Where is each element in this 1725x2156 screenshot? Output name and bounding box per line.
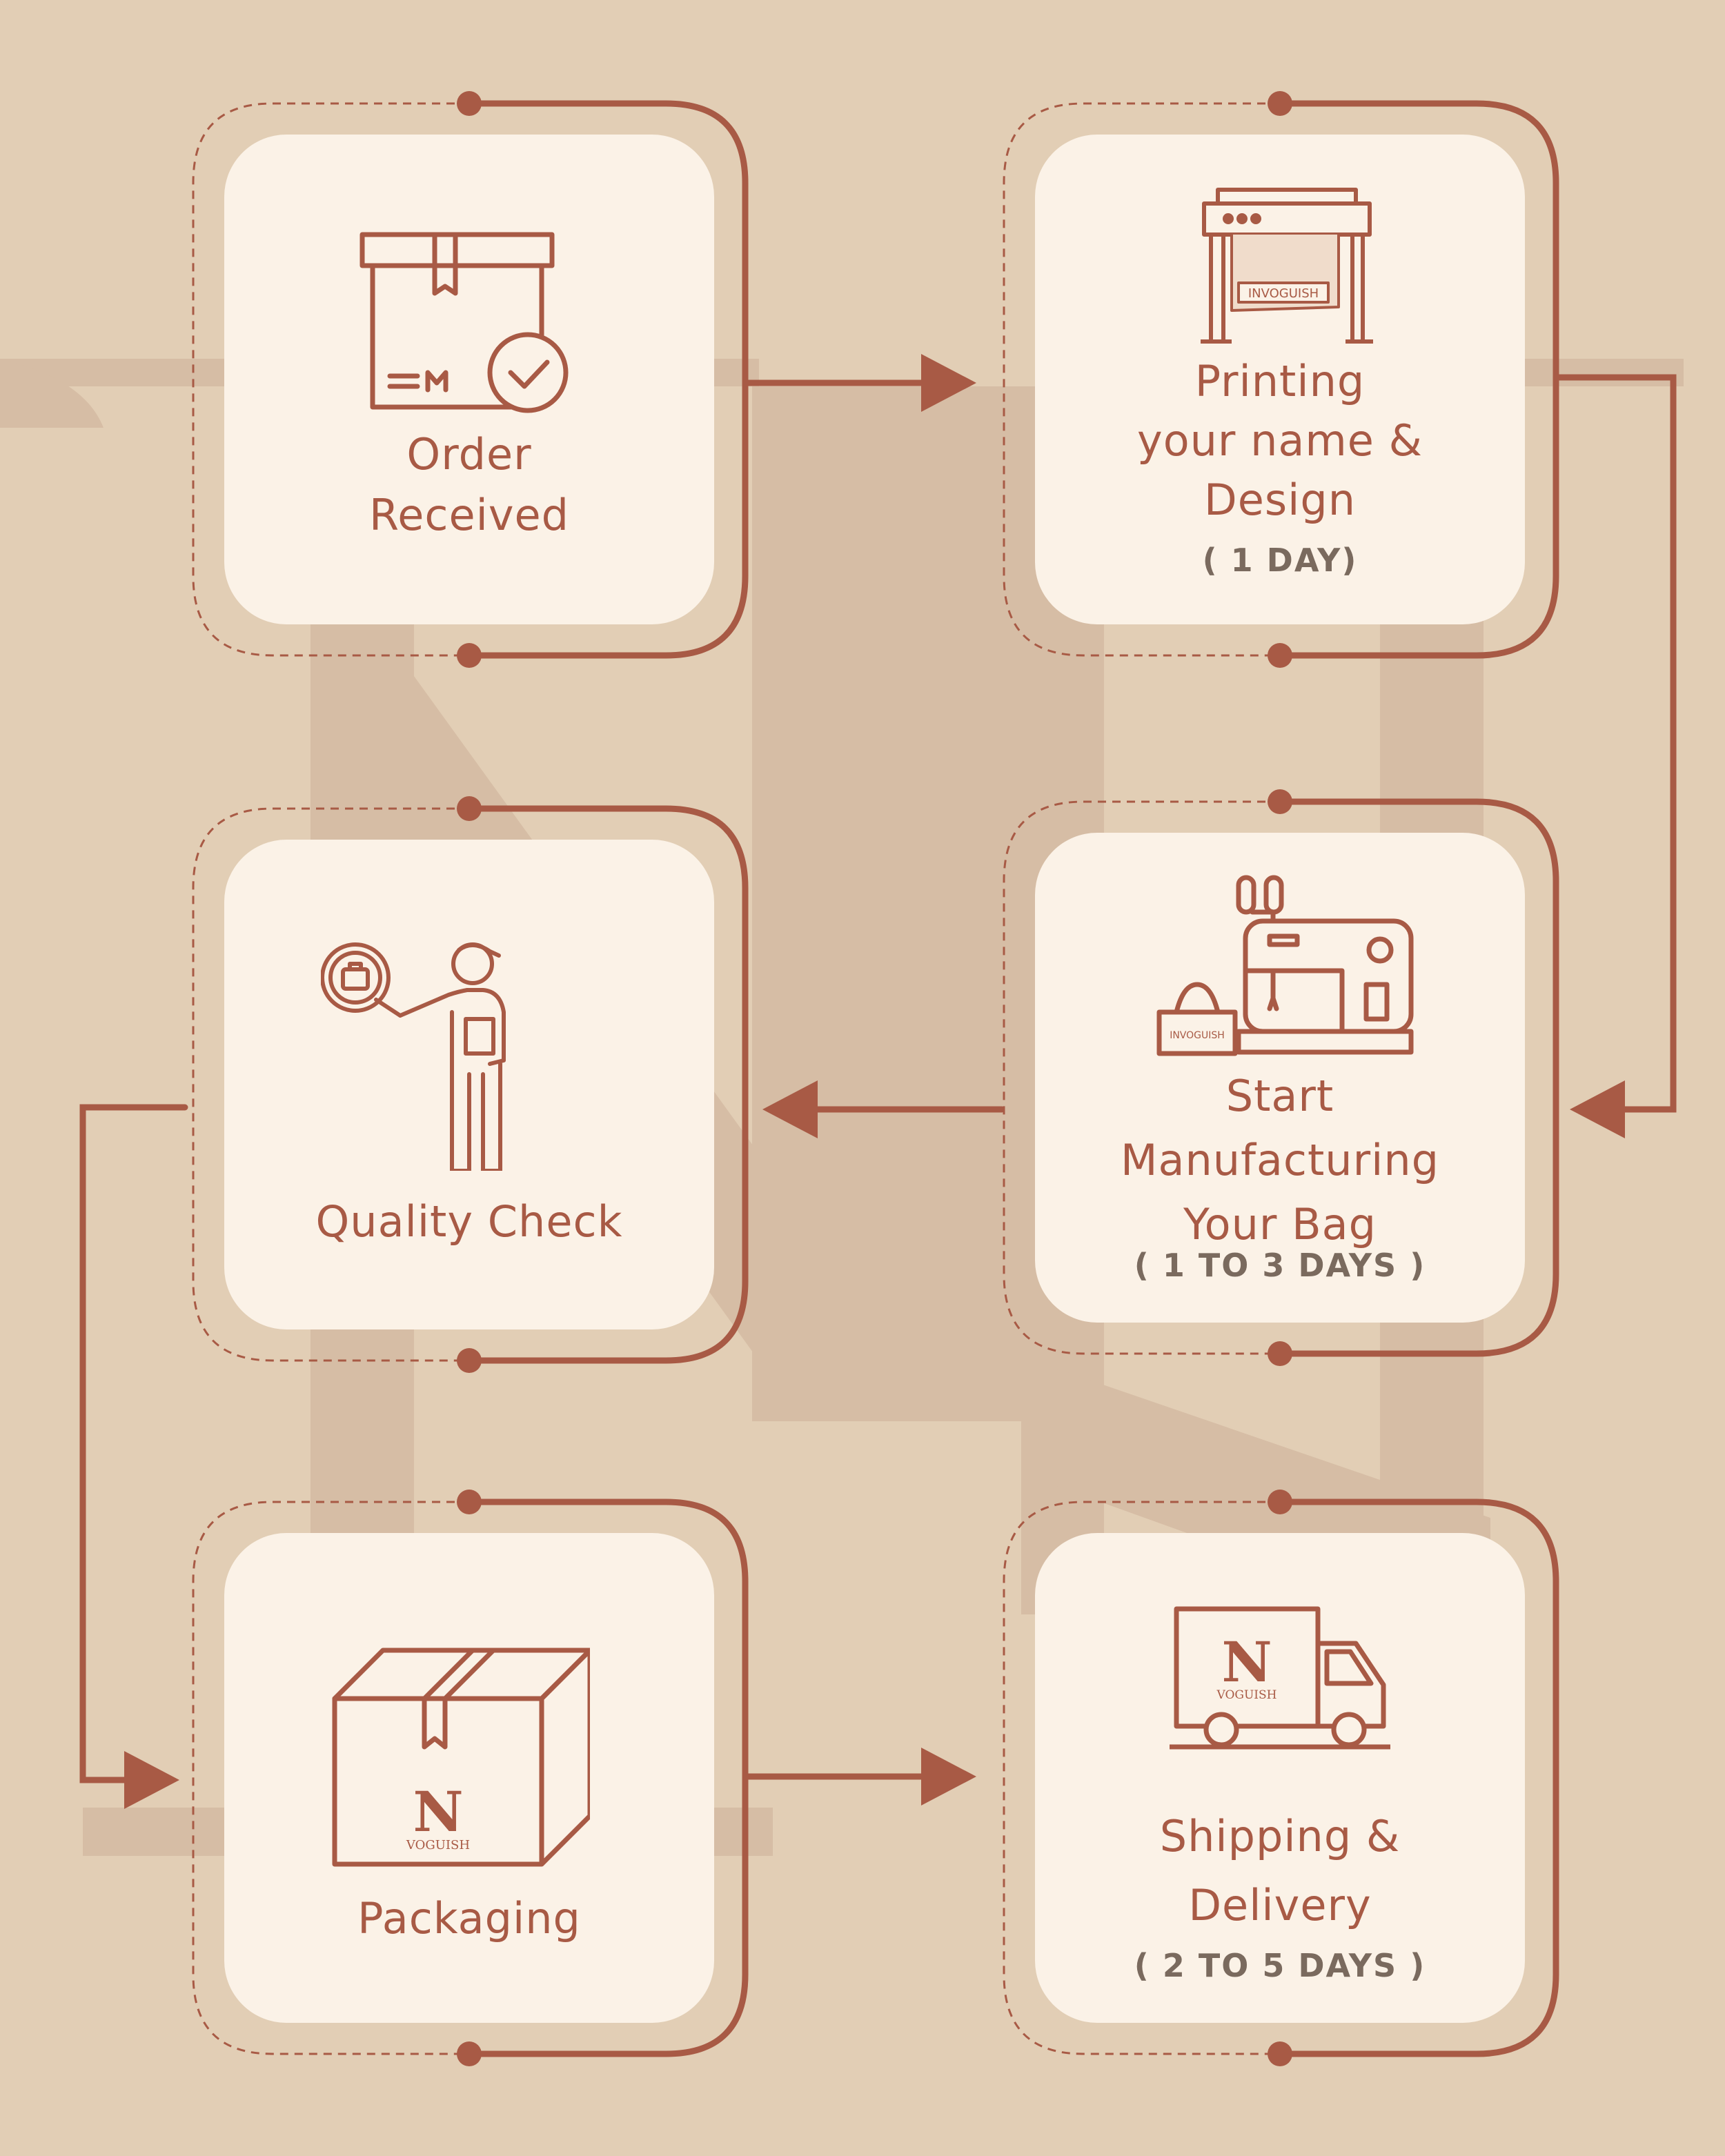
bag-brand-text: INVOGUISH xyxy=(1170,1030,1225,1041)
arrow-left-icon xyxy=(762,1080,818,1138)
step-duration: ( 2 TO 5 DAYS ) xyxy=(1134,1947,1426,1984)
box-check-icon xyxy=(359,232,569,413)
step-title: Order Received xyxy=(368,429,570,540)
sewing-machine-icon: INVOGUISH xyxy=(1156,875,1414,1056)
step-manufacturing: INVOGUISH Start Manufacturing Your Bag (… xyxy=(1035,833,1525,1323)
step-quality-check: Quality Check xyxy=(224,840,714,1329)
svg-text:N: N xyxy=(413,1779,463,1844)
svg-text:N: N xyxy=(1221,1630,1272,1694)
truck-brand-text: VOGUISH xyxy=(1216,1688,1276,1702)
step-title: Quality Check xyxy=(315,1196,623,1247)
printer-icon: INVOGUISH xyxy=(1201,188,1373,344)
delivery-truck-icon: N VOGUISH xyxy=(1170,1606,1390,1750)
step-title: Start Manufacturing Your Bag xyxy=(1121,1071,1439,1249)
step-title: Printing your name & Design xyxy=(1137,356,1423,525)
step-printing: INVOGUISH Printing your name & Design ( … xyxy=(1035,135,1525,624)
step-title: Shipping & Delivery xyxy=(1159,1811,1401,1930)
arrow-left-icon xyxy=(1570,1080,1625,1138)
package-brand-text: VOGUISH xyxy=(406,1838,470,1852)
arrow-right-icon xyxy=(921,1748,976,1806)
step-title: Packaging xyxy=(357,1893,581,1944)
step-packaging: N VOGUISH Packaging xyxy=(224,1533,714,2023)
step-shipping-delivery: N VOGUISH Shipping & Delivery ( 2 TO 5 D… xyxy=(1035,1533,1525,2023)
step-duration: ( 1 TO 3 DAYS ) xyxy=(1134,1247,1426,1284)
arrow-right-icon xyxy=(921,354,976,412)
step-order-received: Order Received xyxy=(224,135,714,624)
inspector-icon xyxy=(321,942,506,1171)
printer-brand-text: INVOGUISH xyxy=(1248,286,1319,301)
package-icon: N VOGUISH xyxy=(332,1648,590,1867)
step-duration: ( 1 DAY) xyxy=(1202,542,1358,579)
arrow-right-icon xyxy=(124,1751,179,1809)
